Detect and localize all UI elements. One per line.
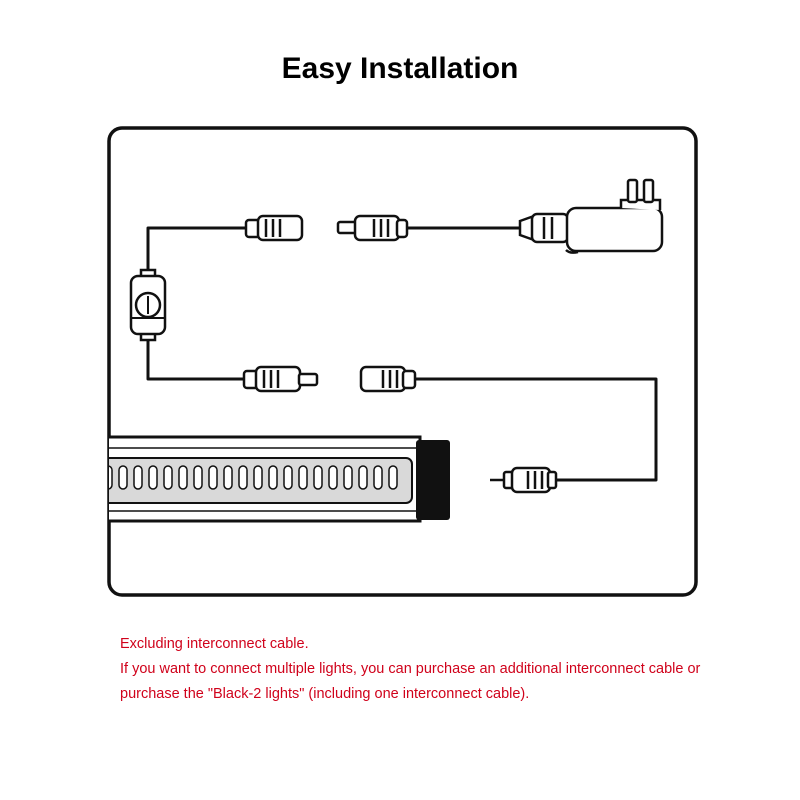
dc-plug-icon [336, 214, 409, 242]
dimmer-switch-icon [129, 268, 167, 342]
led-chips [109, 465, 398, 490]
dc-jack-icon [244, 214, 304, 242]
end-cap [416, 440, 450, 520]
page-title: Easy Installation [281, 52, 519, 85]
dc-plug-icon [242, 365, 319, 393]
dc-plug-icon [490, 466, 558, 494]
installation-notes: Excluding interconnect cable. If you wan… [120, 632, 780, 707]
diagram-frame [107, 126, 698, 597]
power-adapter-icon [518, 178, 664, 254]
dimmer-cable [146, 226, 247, 381]
light-cable [412, 377, 658, 482]
dc-jack-icon [359, 365, 417, 393]
note-line-3: purchase the "Black-2 lights" (including… [120, 686, 530, 702]
note-line-1: Excluding interconnect cable. [120, 636, 309, 652]
note-line-2: If you want to connect multiple lights, … [120, 661, 701, 677]
led-light-bar-icon [109, 435, 450, 523]
